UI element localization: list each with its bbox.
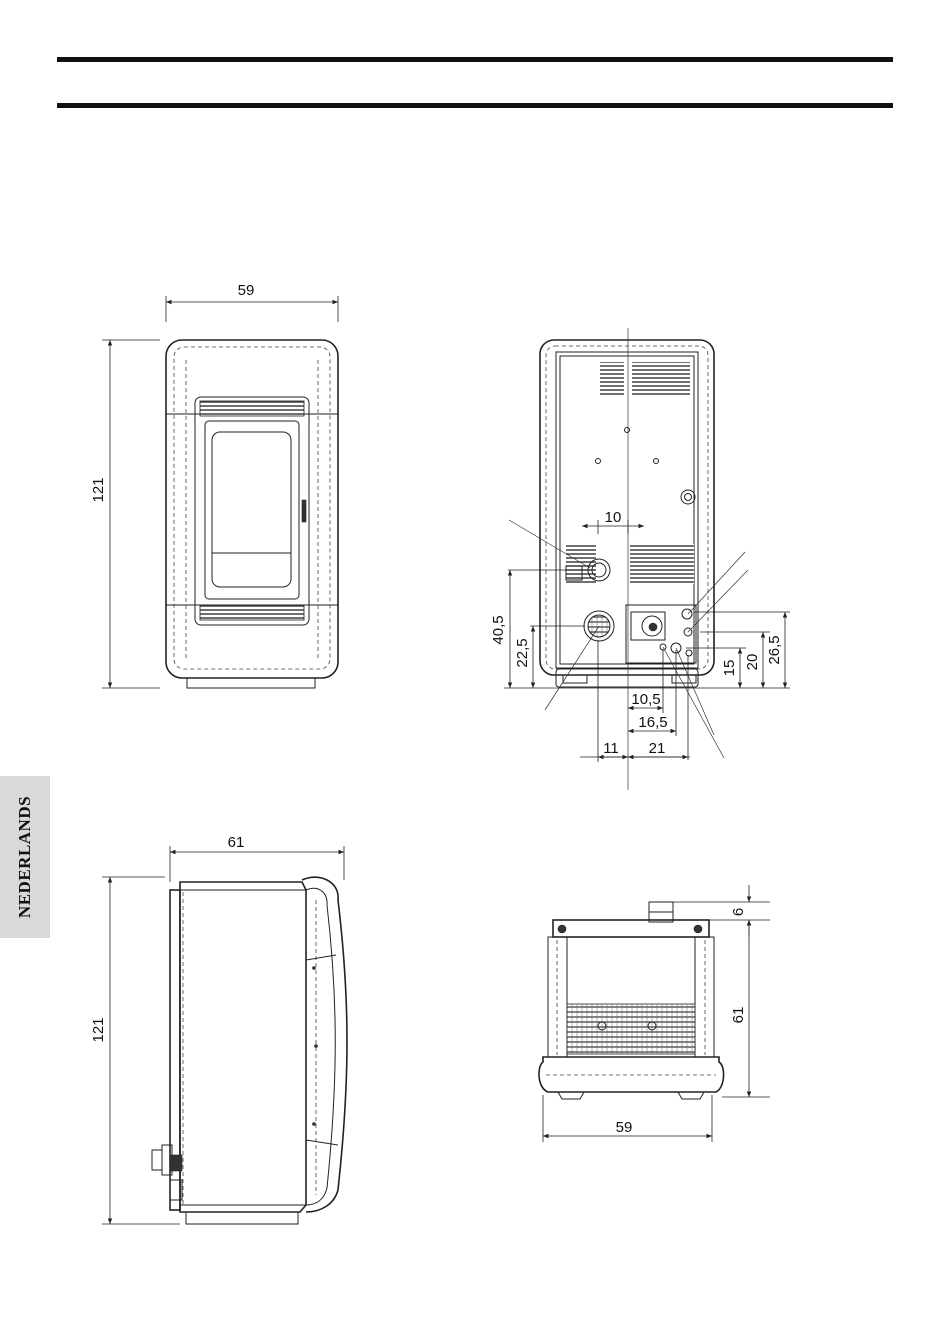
side-rear-pipe <box>152 1150 162 1170</box>
front-glass <box>212 432 291 587</box>
side-front-curve <box>302 877 347 1212</box>
front-body-outline <box>166 340 338 678</box>
rear-connection-plate <box>626 605 696 663</box>
rear-view: 10 40,5 22,5 15 20 26,5 10,5 16,5 11 21 <box>490 328 790 790</box>
top-width-label: 59 <box>616 1119 633 1136</box>
door-handle <box>302 500 306 522</box>
rear-vent-top-left <box>600 362 624 396</box>
rear-vent-top-right <box>632 362 690 396</box>
top-flue-dimension-label: 6 <box>730 908 747 916</box>
rear-dim-22-5: 22,5 <box>514 638 531 667</box>
rear-dim-11: 11 <box>603 740 619 757</box>
side-height-label: 121 <box>90 1017 107 1042</box>
rear-dim-15: 15 <box>721 660 738 677</box>
front-height-label: 121 <box>90 477 107 502</box>
rear-panel <box>556 352 698 668</box>
front-width-label: 59 <box>238 282 255 299</box>
front-view: 59 121 <box>90 282 338 688</box>
top-view: 6 61 59 <box>539 885 770 1142</box>
top-grille-area <box>567 1004 695 1054</box>
rear-dim-40-5: 40,5 <box>490 615 507 644</box>
top-front-cover <box>539 1057 724 1092</box>
rear-dim-26-5: 26,5 <box>766 635 783 664</box>
rear-dim-20: 20 <box>744 654 761 671</box>
side-body-outline <box>180 882 306 1212</box>
side-depth-label: 61 <box>228 834 245 851</box>
top-rear-bar <box>553 920 709 937</box>
front-top-grille <box>200 401 304 416</box>
side-base <box>186 1212 298 1224</box>
side-view: 61 121 <box>90 834 347 1224</box>
rear-dim-10-5: 10,5 <box>631 691 660 708</box>
front-base <box>187 678 315 688</box>
rear-vent-lower-right <box>630 544 694 584</box>
rear-dim-10: 10 <box>605 509 622 526</box>
front-bottom-grille <box>200 605 304 620</box>
rear-top-connector <box>681 490 695 504</box>
top-depth-label: 61 <box>730 1007 747 1024</box>
rear-dim-16-5: 16,5 <box>638 714 667 731</box>
rear-dim-21: 21 <box>649 740 666 757</box>
